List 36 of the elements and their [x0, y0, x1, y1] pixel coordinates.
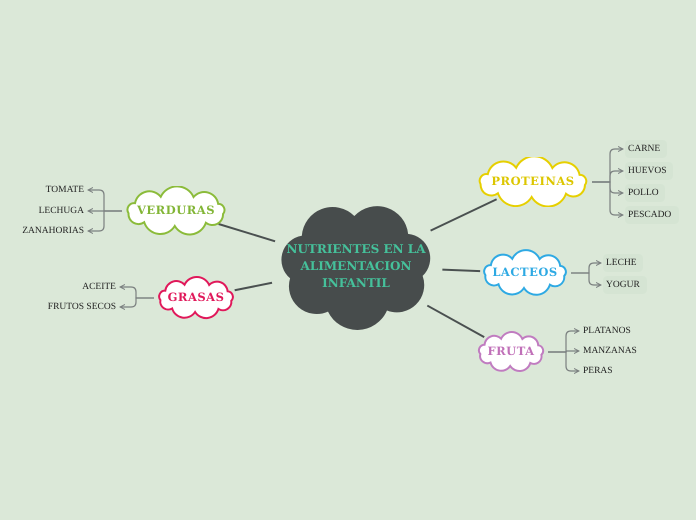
subtopic-label: TOMATE	[46, 184, 84, 197]
leaf-tag	[625, 162, 673, 180]
topic-label: FRUTA	[487, 343, 535, 360]
topic-label: VERDURAS	[136, 202, 216, 220]
connector-line	[234, 282, 272, 292]
leaf-tag	[625, 184, 665, 202]
topic-label: LACTEOS	[492, 264, 558, 282]
connector-line	[430, 198, 498, 232]
arrow	[88, 210, 122, 234]
subtopic-label: MANZANAS	[583, 344, 637, 358]
leaf-tag	[625, 206, 679, 224]
subtopic-label: FRUTOS SECOS	[48, 300, 116, 314]
leaf-tag	[603, 276, 647, 294]
topic-label: PROTEINAS	[491, 173, 575, 190]
arrow	[548, 351, 580, 374]
leaf-tag	[603, 254, 643, 272]
connector-line	[218, 223, 276, 242]
subtopic-label: ACEITE	[82, 280, 116, 294]
leaf-tag	[625, 140, 667, 158]
subtopic-label: YOGUR	[606, 278, 640, 292]
subtopic-label: HUEVOS	[628, 164, 667, 178]
subtopic-label: PLATANOS	[583, 324, 631, 338]
subtopic-label: POLLO	[628, 186, 659, 200]
subtopic-label: PERAS	[583, 364, 613, 378]
arrow	[571, 272, 602, 288]
connector-line	[426, 304, 485, 338]
subtopic-label: LECHUGA	[38, 204, 84, 218]
connector-line	[442, 268, 480, 272]
subtopic-label: PESCADO	[628, 208, 672, 222]
subtopic-label: CARNE	[628, 142, 660, 156]
central-topic: NUTRIENTES EN LA ALIMENTACION INFANTIL	[286, 240, 426, 292]
arrow	[120, 297, 154, 310]
arrow	[592, 181, 624, 218]
topic-label: GRASAS	[168, 289, 224, 306]
subtopic-label: LECHE	[606, 256, 637, 270]
subtopic-label: ZANAHORIAS	[22, 224, 84, 238]
